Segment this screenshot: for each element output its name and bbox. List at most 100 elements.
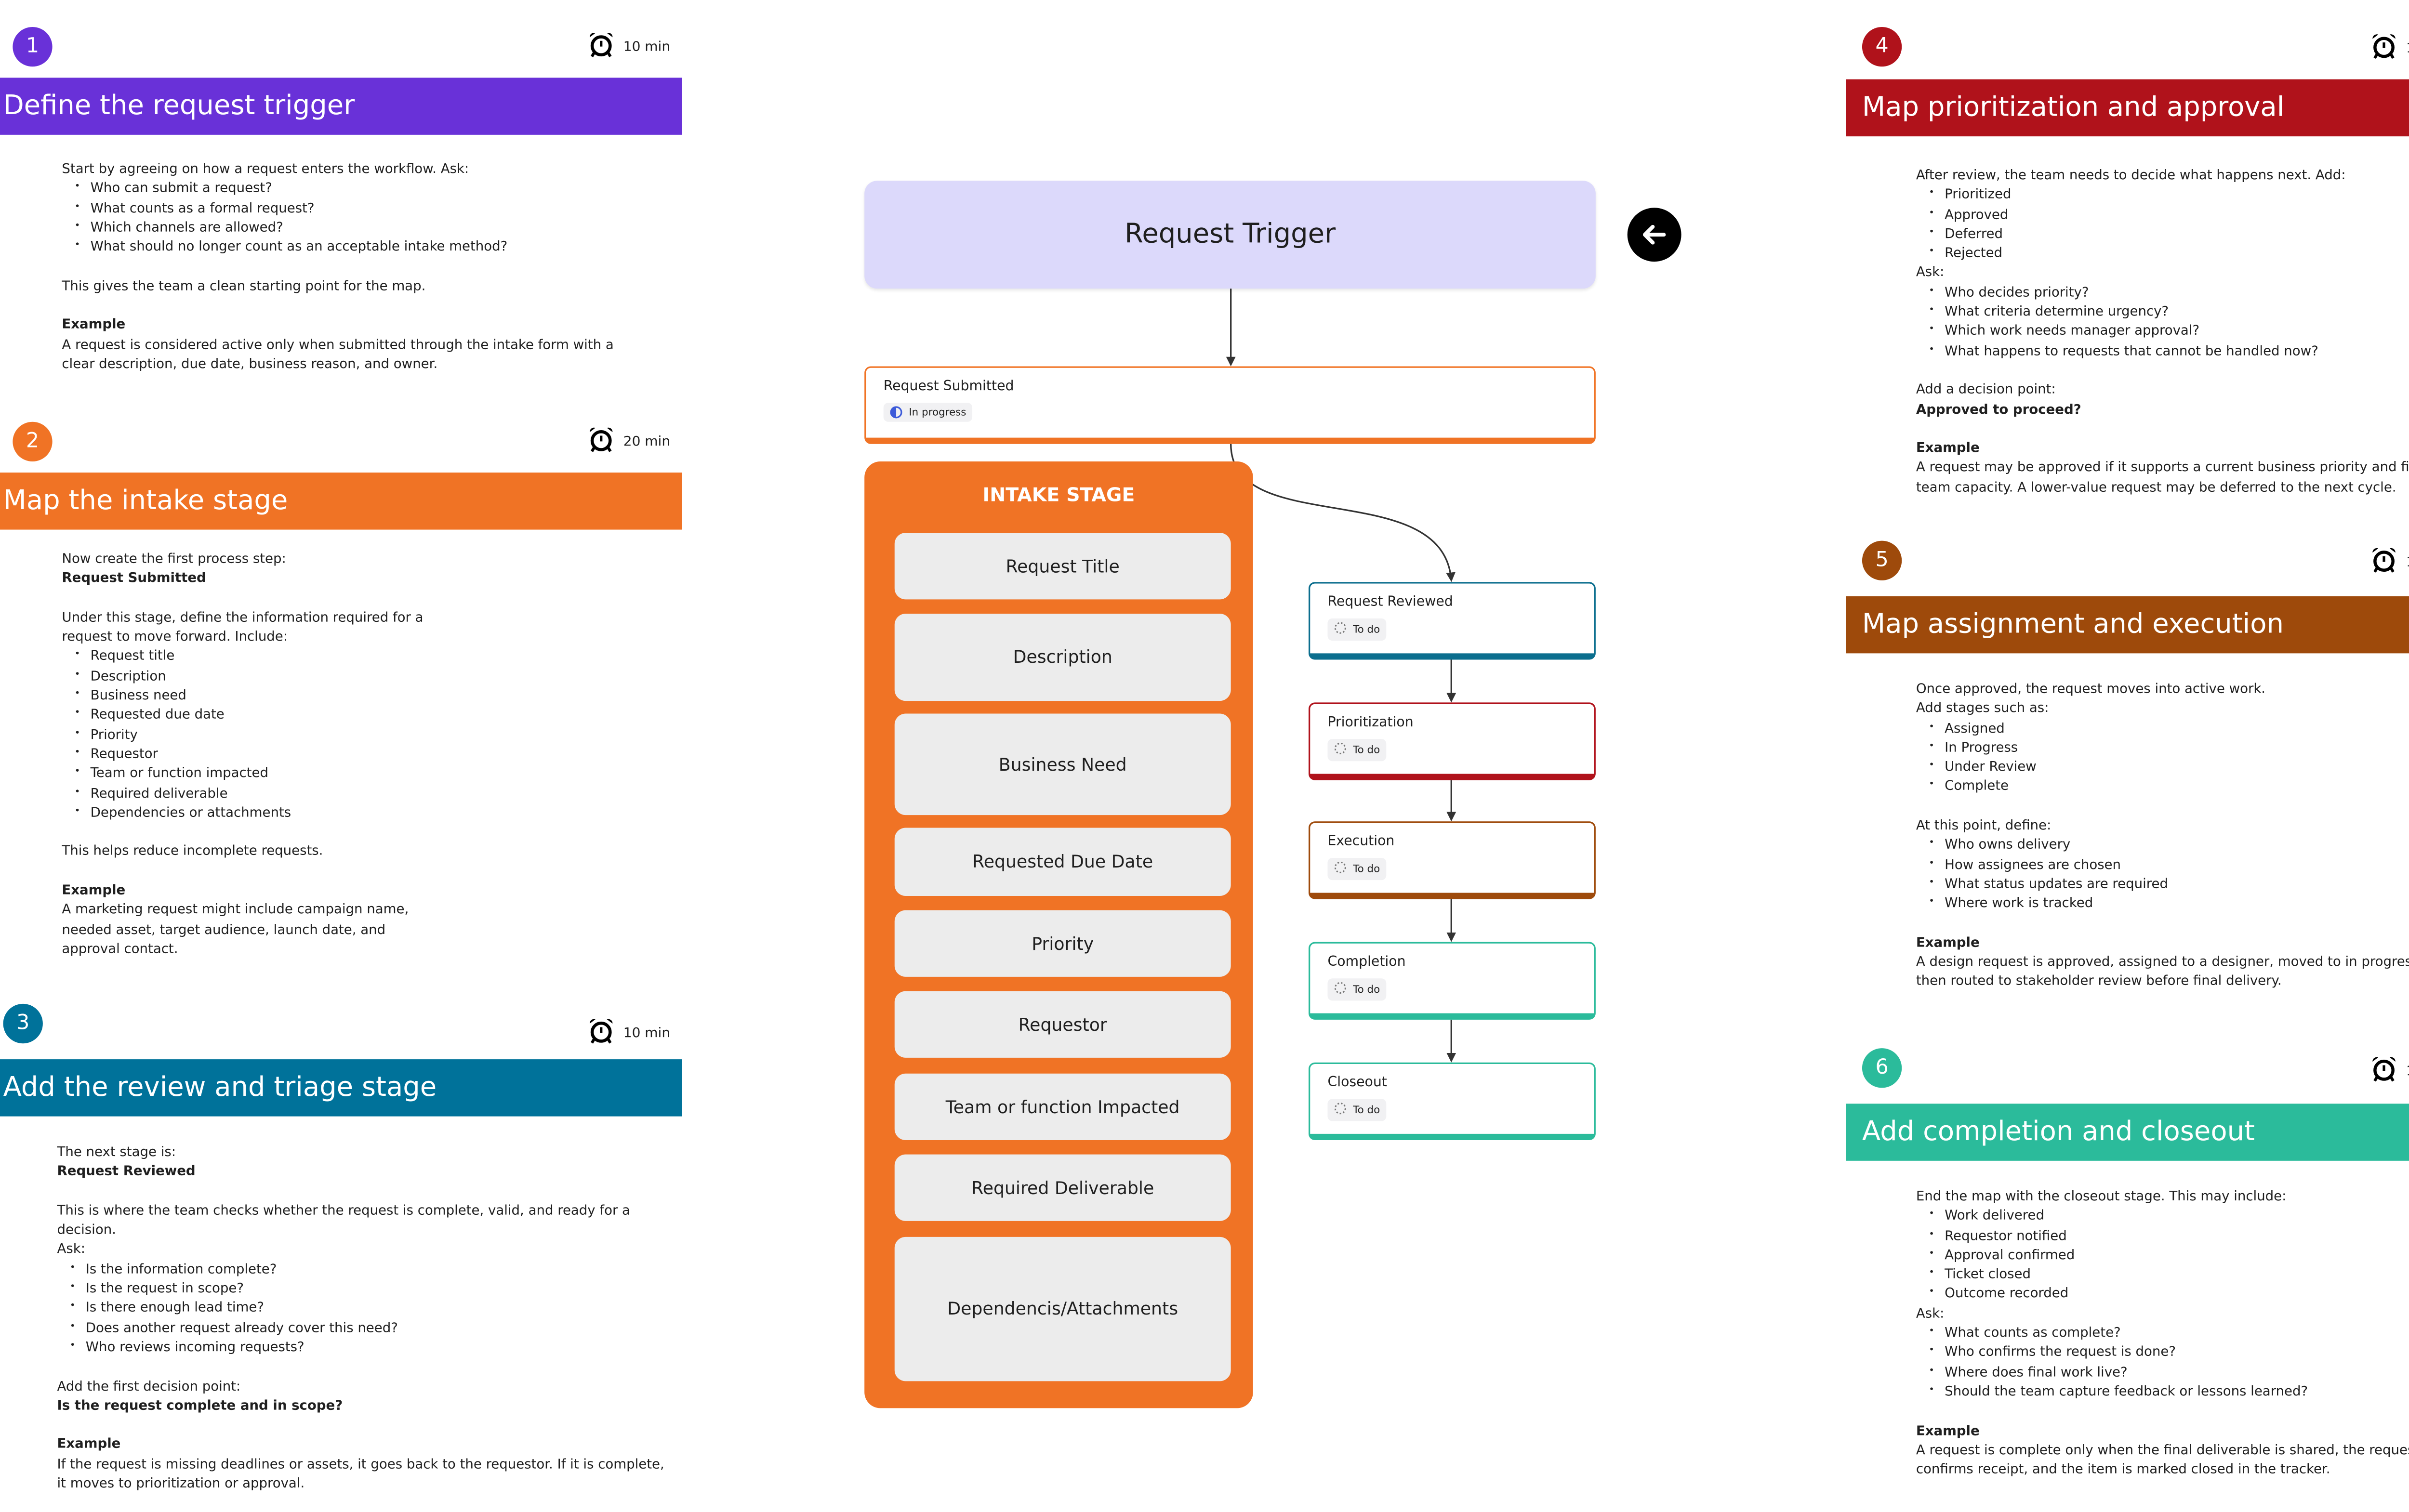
status-badge: To do: [1327, 618, 1387, 641]
list-item: Is the request in scope?: [57, 1278, 668, 1298]
status-label: In progress: [909, 406, 966, 419]
intake-field[interactable]: Dependencis/Attachments: [894, 1236, 1231, 1381]
stage-card[interactable]: Prioritization To do: [1308, 702, 1596, 780]
list-item: Requested due date: [62, 705, 426, 724]
list-item: Who owns delivery: [1916, 835, 2409, 855]
card-title: Request Submitted: [883, 379, 1014, 395]
alarm-clock-icon: [587, 425, 615, 458]
duration-label: 20 min: [623, 434, 671, 450]
paragraph-text: The next stage is:: [57, 1143, 176, 1159]
section-title: Map assignment and execution: [1846, 596, 2409, 654]
step-number-badge: 2: [13, 421, 53, 462]
list-item: Request title: [62, 646, 426, 666]
list-item: What happens to requests that cannot be …: [1916, 341, 2409, 360]
status-badge: To do: [1327, 739, 1387, 762]
list-item: What counts as a formal request?: [62, 197, 649, 217]
list-item: Assigned: [1916, 718, 2409, 737]
intake-stage-title: INTAKE STAGE: [982, 484, 1135, 506]
list-item: Dependencies or attachments: [62, 802, 426, 822]
duration-label: 15 min: [2406, 554, 2409, 570]
list-item: In Progress: [1916, 737, 2409, 757]
bold-text: Example: [1916, 933, 1980, 950]
request-submitted-card[interactable]: Request Submitted In progress: [864, 366, 1596, 444]
text-block: This gives the team a clean starting poi…: [62, 276, 649, 295]
text-block: Example If the request is missing deadlin…: [57, 1434, 668, 1493]
list-item: What should no longer count as an accept…: [62, 237, 649, 256]
paragraph-text: Now create the first process step:: [62, 550, 286, 566]
step-number-badge: 3: [3, 1003, 43, 1044]
list-item: Rejected: [1916, 243, 2409, 263]
list-item: Required deliverable: [62, 783, 426, 802]
stage-card[interactable]: Request Reviewed To do: [1308, 582, 1596, 660]
intake-field[interactable]: Description: [894, 614, 1231, 701]
list-item: Complete: [1916, 776, 2409, 796]
list-item: Outcome recorded: [1916, 1284, 2409, 1303]
stage-card[interactable]: Execution To do: [1308, 821, 1596, 899]
intake-field[interactable]: Request Title: [894, 533, 1231, 600]
status-label: To do: [1353, 862, 1380, 876]
paragraph-text: Ask:: [57, 1241, 86, 1257]
paragraph-text: After review, the team needs to decide w…: [1916, 166, 2346, 183]
card-title: Request Reviewed: [1327, 594, 1453, 611]
list-item: Requestor: [62, 744, 426, 763]
intake-field[interactable]: Priority: [894, 910, 1231, 977]
bold-text: Request Reviewed: [57, 1163, 196, 1179]
list-item: Team or function impacted: [62, 763, 426, 783]
duration-indicator: 20 min: [587, 425, 670, 458]
card-title: Execution: [1327, 834, 1395, 850]
section-title: Map the intake stage: [0, 473, 682, 530]
connector-submitted-reviewed: [1230, 444, 1456, 582]
list-item: Business need: [62, 685, 426, 705]
paragraph-text: Ask:: [1916, 1304, 1945, 1321]
text-block: This helps reduce incomplete requests.: [62, 841, 426, 860]
dashed-circle-todo-icon: [1334, 982, 1347, 998]
list-item: Where does final work live?: [1916, 1362, 2409, 1381]
paragraph-text: If the request is missing deadlines or a…: [57, 1455, 664, 1491]
paragraph-text: Start by agreeing on how a request enter…: [62, 160, 469, 176]
list-item: Does another request already cover this …: [57, 1317, 668, 1337]
dashed-circle-todo-icon: [1334, 622, 1347, 638]
list-item: How assignees are chosen: [1916, 854, 2409, 874]
paragraph-text: End the map with the closeout stage. Thi…: [1916, 1187, 2287, 1204]
status-badge: To do: [1327, 1099, 1387, 1121]
list-item: Approved: [1916, 204, 2409, 224]
status-badge: To do: [1327, 858, 1387, 881]
intake-field[interactable]: Required Deliverable: [894, 1154, 1231, 1221]
text-block: Add a decision point:Approved to proceed…: [1916, 380, 2409, 419]
intake-field[interactable]: Team or function Impacted: [894, 1073, 1231, 1141]
paragraph-text: A design request is approved, assigned t…: [1916, 953, 2409, 989]
paragraph-text: This is where the team checks whether th…: [57, 1202, 630, 1237]
dashed-circle-todo-icon: [1334, 861, 1347, 877]
paragraph-text: Under this stage, define the information…: [62, 608, 424, 644]
list-item: What counts as complete?: [1916, 1323, 2409, 1342]
intake-field[interactable]: Requested Due Date: [894, 828, 1231, 896]
bold-text: Example: [1916, 1421, 1980, 1438]
list-item: What criteria determine urgency?: [1916, 302, 2409, 321]
bold-text: Example: [57, 1435, 121, 1452]
request-trigger-node[interactable]: Request Trigger: [864, 181, 1596, 289]
intake-field[interactable]: Business Need: [894, 713, 1231, 815]
step-number-badge: 4: [1862, 26, 1902, 67]
status-label: To do: [1353, 623, 1380, 636]
paragraph-text: Add the first decision point:: [57, 1377, 241, 1394]
intake-field[interactable]: Requestor: [894, 991, 1231, 1058]
dashed-circle-todo-icon: [1334, 742, 1347, 758]
dashed-circle-todo-icon: [1334, 1102, 1347, 1118]
paragraph-text: At this point, define:: [1916, 816, 2052, 833]
duration-indicator: 15 min: [2369, 545, 2409, 579]
duration-indicator: 10 min: [587, 30, 670, 64]
card-title: Prioritization: [1327, 715, 1414, 731]
bold-text: Example: [62, 316, 126, 332]
section-title: Define the request trigger: [0, 78, 682, 135]
alarm-clock-icon: [2369, 32, 2398, 65]
back-button[interactable]: [1627, 208, 1681, 262]
status-label: To do: [1353, 983, 1380, 996]
list-item: Is the information complete?: [57, 1259, 668, 1278]
